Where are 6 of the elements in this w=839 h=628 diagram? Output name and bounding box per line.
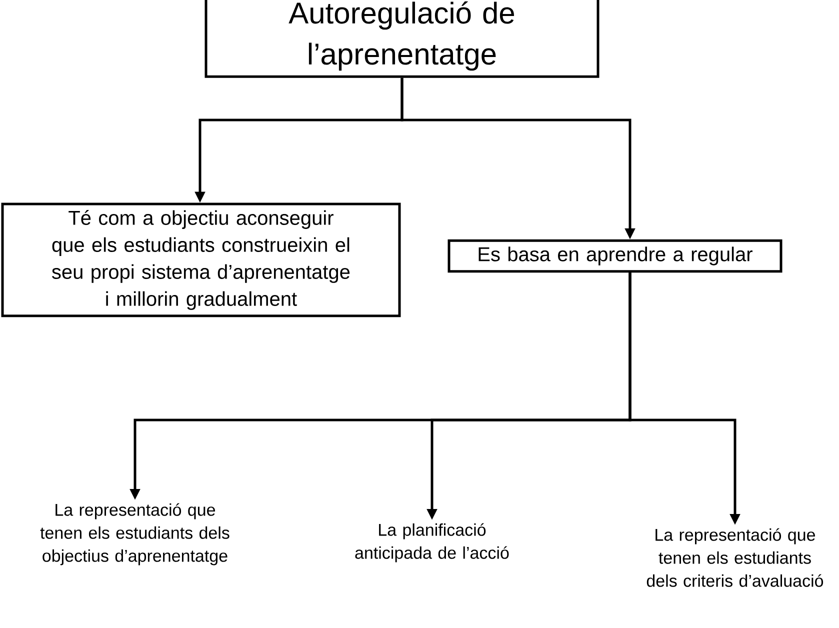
- text-label: La representació que tenen els estudiants dels criteris d’avaluació: [646, 528, 824, 587]
- text-box: Té com a objectiu aconseguir que els estudiants construeixin el seu propi sistema d’aprenentatge i millorin gradualment: [1, 202, 401, 318]
- text-label: La planificació anticipada de l’acció: [355, 523, 509, 562]
- text-label: La representació que tenen els estudiants dels objectius d’aprenentatge: [40, 503, 230, 566]
- text-box: Es basa en aprendre a regular: [448, 239, 782, 273]
- title-box: Autoregulació de l’aprenentatge: [204, 0, 600, 78]
